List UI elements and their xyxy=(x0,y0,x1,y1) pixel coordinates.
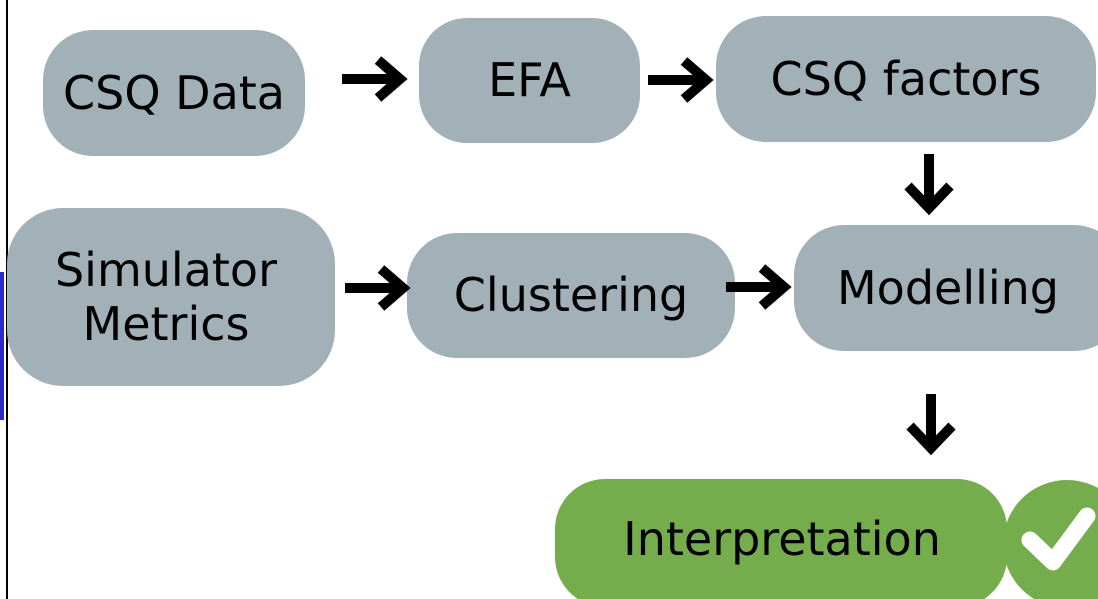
arrow-right-icon xyxy=(342,56,408,102)
node-csq-factors-label: CSQ factors xyxy=(770,51,1042,106)
node-simulator-metrics-label: Simulator Metrics xyxy=(55,243,287,352)
node-csq-factors: CSQ factors xyxy=(716,16,1096,142)
checkmark-glyph xyxy=(1021,507,1096,571)
node-modelling-label: Modelling xyxy=(836,260,1060,315)
node-efa-label: EFA xyxy=(488,53,571,108)
node-simulator-metrics-line-1: Simulator xyxy=(54,242,277,297)
arrow-down-icon xyxy=(904,154,954,216)
arrow-right-icon xyxy=(726,264,792,310)
node-interpretation-label: Interpretation xyxy=(623,511,941,566)
node-clustering: Clustering xyxy=(407,233,735,358)
arrow-right-icon xyxy=(648,57,714,103)
node-csq-data: CSQ Data xyxy=(43,30,305,156)
node-csq-data-label: CSQ Data xyxy=(63,65,285,120)
arrow-down-icon xyxy=(906,394,956,456)
left-edge-marker xyxy=(0,272,4,420)
node-efa: EFA xyxy=(419,18,640,143)
node-simulator-metrics-line-2: Metrics xyxy=(82,297,250,351)
node-interpretation: Interpretation xyxy=(555,479,1007,599)
checkmark-icon xyxy=(1003,480,1098,599)
node-clustering-label: Clustering xyxy=(453,268,689,323)
node-modelling: Modelling xyxy=(794,225,1098,351)
node-simulator-metrics: Simulator Metrics xyxy=(7,208,335,386)
arrow-right-icon xyxy=(345,265,411,311)
